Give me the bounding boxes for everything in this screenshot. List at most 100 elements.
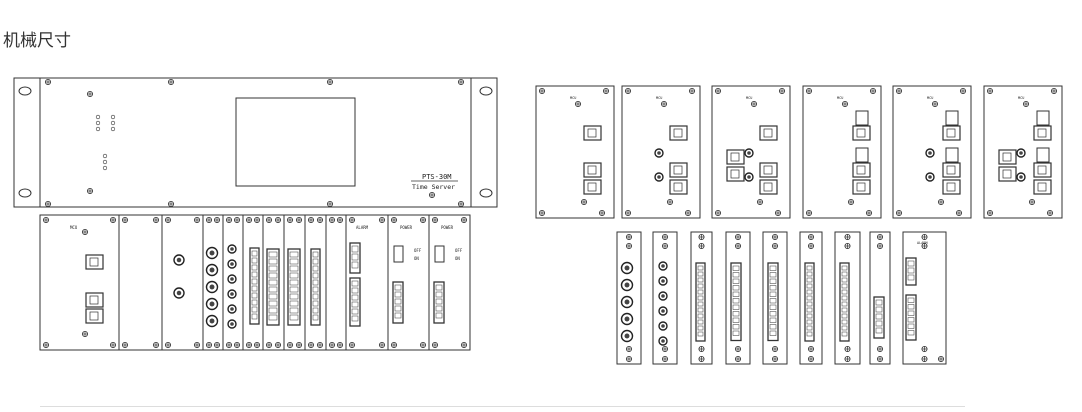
mcu-module-variant xyxy=(535,85,615,219)
screw-icon xyxy=(87,91,94,98)
terminal-slot xyxy=(251,292,258,299)
terminal-slot xyxy=(806,313,813,319)
screw-icon xyxy=(806,88,813,95)
module-label-mcu: MCU xyxy=(746,96,752,100)
rj45-socket xyxy=(763,165,773,175)
module-label-mcu: MCU xyxy=(570,96,576,100)
terminal-slot xyxy=(394,284,402,291)
terminal-slot xyxy=(841,289,848,295)
screw-icon xyxy=(808,345,815,352)
terminal-slot xyxy=(312,293,319,300)
terminal-block-icon xyxy=(839,262,850,342)
terminal-slot xyxy=(351,245,359,253)
bnc-core xyxy=(209,301,215,307)
bnc-connector-icon xyxy=(227,304,237,314)
terminal-slot xyxy=(268,300,278,307)
screw-cross xyxy=(735,356,741,362)
terminal-slot xyxy=(312,307,319,314)
screw-cross xyxy=(206,217,212,223)
screw-icon xyxy=(431,216,438,223)
bnc-core xyxy=(624,333,630,339)
io-module xyxy=(869,231,891,365)
rj45-socket xyxy=(1037,128,1047,138)
terminal-slot xyxy=(769,291,777,297)
bnc-core xyxy=(747,151,751,155)
screw-cross xyxy=(165,342,171,348)
screw-cross xyxy=(420,217,426,223)
terminal-slot xyxy=(841,265,848,271)
terminal-slot xyxy=(351,261,359,269)
terminal-slot xyxy=(806,283,813,289)
screw-cross xyxy=(349,217,355,223)
terminal-block-icon xyxy=(804,262,815,342)
terminal-slot xyxy=(907,310,915,316)
screw-cross xyxy=(956,210,962,216)
screw-cross xyxy=(772,234,778,240)
screw-icon xyxy=(698,355,705,362)
bnc-core xyxy=(230,277,234,281)
terminal-slot xyxy=(697,331,704,337)
screw-cross xyxy=(1023,101,1029,107)
screw-icon xyxy=(844,233,851,240)
terminal-slot xyxy=(732,278,740,284)
screw-cross xyxy=(214,342,220,348)
terminal-slot xyxy=(268,265,278,272)
terminal-slot xyxy=(841,301,848,307)
screw-cross xyxy=(87,91,93,97)
rj45-port-icon xyxy=(85,254,104,270)
terminal-slot xyxy=(251,257,258,264)
bnc-core xyxy=(624,282,630,288)
bnc-connector-icon xyxy=(1016,172,1026,182)
screw-cross xyxy=(329,342,335,348)
terminal-slot xyxy=(251,264,258,271)
screw-cross xyxy=(214,217,220,223)
mcu-module-variant xyxy=(892,85,972,219)
switch-off-label: OFF xyxy=(455,248,463,253)
screw-icon xyxy=(45,200,52,207)
sfp-cage xyxy=(1036,147,1050,163)
screw-cross xyxy=(772,346,778,352)
screw-icon xyxy=(82,330,89,337)
screw-cross xyxy=(420,342,426,348)
screw-cross xyxy=(599,210,605,216)
screw-icon xyxy=(575,101,582,108)
screw-cross xyxy=(662,356,668,362)
terminal-slot xyxy=(806,301,813,307)
terminal-slot xyxy=(732,304,740,310)
screw-icon xyxy=(842,101,849,108)
screw-icon xyxy=(205,216,212,223)
mcu-module-variant xyxy=(802,85,882,219)
rj45-socket xyxy=(856,165,866,175)
screw-cross xyxy=(735,243,741,249)
terminal-slot xyxy=(732,298,740,304)
bnc-connector-icon xyxy=(205,314,219,328)
terminal-slot xyxy=(806,307,813,313)
screw-icon xyxy=(625,209,632,216)
rj45-port-icon xyxy=(1033,162,1052,178)
bnc-core xyxy=(657,151,661,155)
screw-cross xyxy=(575,101,581,107)
terminal-slot xyxy=(268,272,278,279)
terminal-slot xyxy=(806,331,813,337)
terminal-block-icon xyxy=(310,248,321,326)
screw-cross xyxy=(806,88,812,94)
screw-cross xyxy=(662,243,668,249)
bnc-core xyxy=(657,175,661,179)
screw-cross xyxy=(234,342,240,348)
terminal-slot xyxy=(697,319,704,325)
screw-icon xyxy=(233,216,240,223)
section-title: 机械尺寸 xyxy=(3,31,71,51)
rj45-port-icon xyxy=(942,162,961,178)
screw-cross xyxy=(808,356,814,362)
screw-cross xyxy=(308,342,314,348)
bnc-core xyxy=(176,257,182,263)
screw-cross xyxy=(275,342,281,348)
terminal-slot xyxy=(907,317,915,323)
terminal-slot xyxy=(697,313,704,319)
screw-cross xyxy=(337,342,343,348)
terminal-slot xyxy=(435,284,443,291)
screw-cross xyxy=(122,342,128,348)
terminal-slot xyxy=(732,265,740,271)
switch-on-label: ON xyxy=(414,256,419,261)
bnc-core xyxy=(209,267,215,273)
